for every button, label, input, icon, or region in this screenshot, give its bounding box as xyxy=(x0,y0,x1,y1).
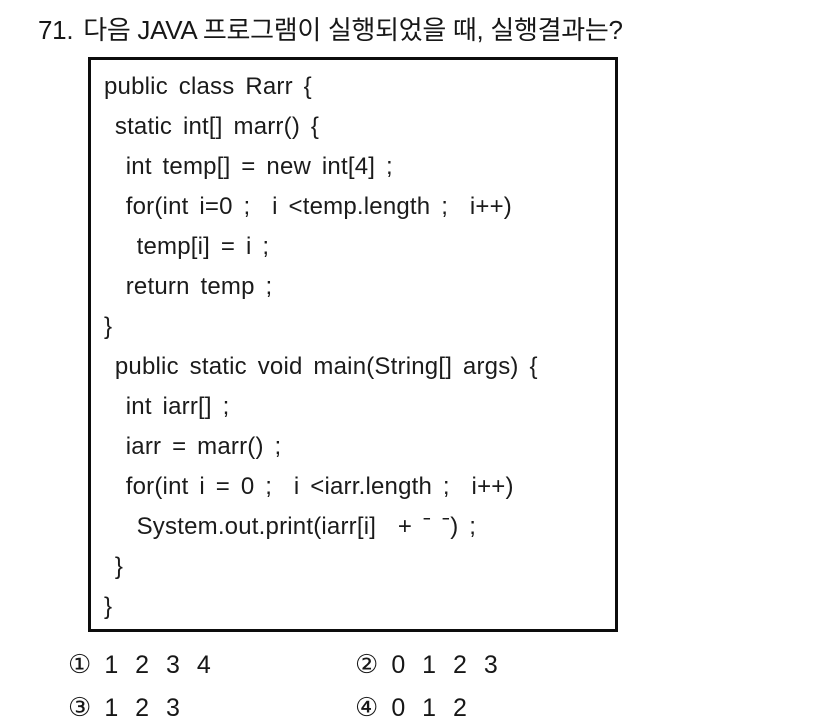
code-line: public static void main(String[] args) { xyxy=(104,353,538,380)
java-code-box: public class Rarr { static int[] marr() … xyxy=(88,57,618,632)
answer-choices: ① 1 2 3 4 ② 0 1 2 3 ③ 1 2 3 ④ 0 1 2 xyxy=(68,650,499,723)
question-number: 71. xyxy=(38,15,74,45)
code-line: for(int i = 0 ; i <iarr.length ; i++) xyxy=(104,473,514,500)
choice-1[interactable]: ① 1 2 3 4 xyxy=(68,650,355,680)
choice-1-marker: ① xyxy=(68,650,92,680)
question-text: 다음 JAVA 프로그램이 실행되었을 때, 실행결과는? xyxy=(83,15,623,45)
code-line: } xyxy=(104,553,124,580)
code-line: int temp[] = new int[4] ; xyxy=(104,153,393,180)
code-line: int iarr[] ; xyxy=(104,393,230,420)
code-line: return temp ; xyxy=(104,273,273,300)
code-line: System.out.print(iarr[i] + ˉ ˉ) ; xyxy=(104,513,477,540)
code-line: } xyxy=(104,313,113,340)
choice-3[interactable]: ③ 1 2 3 xyxy=(68,693,355,723)
choice-1-text: 1 2 3 4 xyxy=(104,650,213,679)
code-line: public class Rarr { xyxy=(104,73,312,100)
choice-4[interactable]: ④ 0 1 2 xyxy=(355,693,499,723)
question-title: 71. 다음 JAVA 프로그램이 실행되었을 때, 실행결과는? xyxy=(38,10,623,47)
choice-4-text: 0 1 2 xyxy=(391,693,469,722)
code-line: temp[i] = i ; xyxy=(104,233,270,260)
code-line: static int[] marr() { xyxy=(104,113,320,140)
choice-2-text: 0 1 2 3 xyxy=(391,650,500,679)
choice-3-text: 1 2 3 xyxy=(104,693,182,722)
code-line: for(int i=0 ; i <temp.length ; i++) xyxy=(104,193,512,220)
code-line: iarr = marr() ; xyxy=(104,433,282,460)
code-line: } xyxy=(104,593,113,620)
choice-4-marker: ④ xyxy=(355,693,379,723)
choice-2[interactable]: ② 0 1 2 3 xyxy=(355,650,499,680)
choice-3-marker: ③ xyxy=(68,693,92,723)
choice-2-marker: ② xyxy=(355,650,379,680)
